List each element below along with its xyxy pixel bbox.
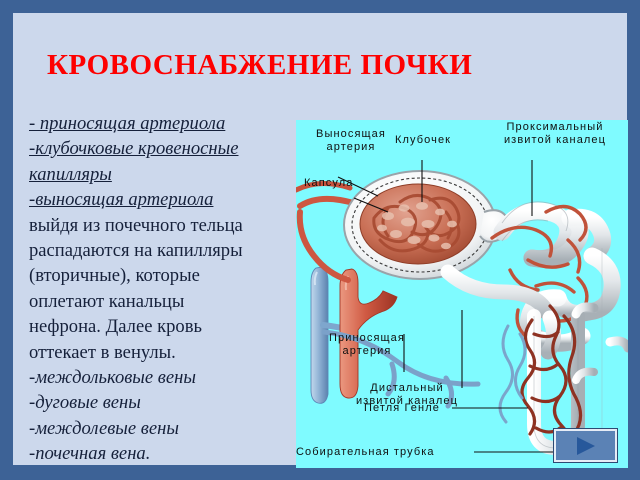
body-line: -дуговые вены (29, 392, 141, 414)
body-line: выйдя из почечного тельца (29, 214, 243, 236)
body-line: капилляры (29, 163, 112, 185)
body-line: -выносящая артериола (29, 189, 214, 211)
collecting-duct (571, 239, 628, 457)
body-line: - приносящая артериола (29, 113, 226, 134)
body-text-block: - приносящая артериола -клубочковые кров… (29, 111, 291, 467)
label-collecting-duct: Собирательная трубка (296, 446, 435, 458)
label-capsule: Капсула (304, 177, 354, 189)
proximal-tubule-outline (501, 201, 569, 242)
play-triangle-icon (577, 437, 595, 455)
body-line: (вторичные), которые (29, 265, 200, 287)
body-line: нефрона. Далее кровь (29, 316, 202, 338)
body-line: оттекает в венулы. (29, 341, 176, 363)
label-glomerulus: Клубочек (395, 134, 452, 146)
interlobular-vein (321, 329, 481, 409)
body-line: -клубочковые кровеносные (29, 138, 239, 160)
glomerulus-capillary-tuft (359, 183, 477, 265)
page-title: КРОВОСНАБЖЕНИЕ ПОЧКИ (47, 49, 473, 81)
body-line: -междольковые вены (29, 367, 196, 389)
nephron-diagram: Выносящая артерия Клубочек Проксимальный… (296, 120, 628, 468)
label-proximal-tubule: Проксимальный извитой каналец (503, 121, 607, 146)
body-line: распадаются на капилляры (29, 240, 243, 262)
vasa-recta (520, 304, 583, 454)
body-line: оплетают канальцы (29, 290, 185, 312)
label-afferent-artery: Приносящая артерия (329, 332, 405, 357)
body-line: -междолевые вены (29, 417, 179, 439)
nephron-illustration (296, 120, 628, 468)
body-line: -почечная вена. (29, 443, 151, 465)
renal-vein-trunk (310, 266, 356, 404)
label-loop-of-henle: Петля Генле (364, 402, 440, 414)
label-distal-tubule: Дистальный извитой каналец (355, 382, 459, 407)
label-efferent-artery: Выносящая артерия (316, 128, 386, 153)
play-forward-button[interactable] (554, 429, 617, 462)
leader-lines (337, 160, 596, 453)
slide-panel: КРОВОСНАБЖЕНИЕ ПОЧКИ - приносящая артери… (13, 13, 628, 468)
